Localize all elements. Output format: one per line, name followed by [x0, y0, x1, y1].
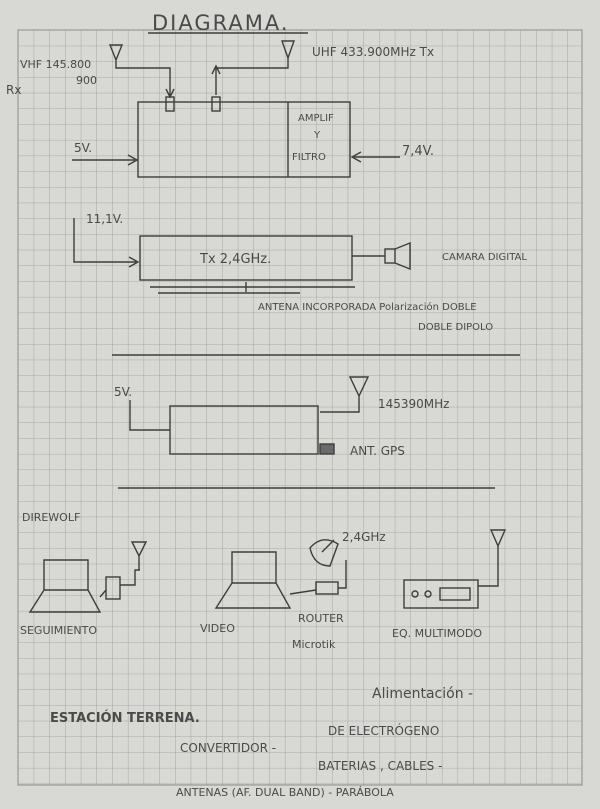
camera-label: CAMARA DIGITAL [442, 252, 527, 263]
direwolf-antenna-icon [130, 541, 148, 570]
tracking-label: SEGUIMIENTO [20, 624, 97, 637]
tx-box [139, 235, 353, 281]
uhf-connector [211, 96, 221, 112]
video-label: VIDEO [200, 622, 235, 635]
note-generator: DE ELECTRÓGENO [328, 723, 439, 738]
camera-icon [384, 248, 396, 264]
uhf-antenna-icon [215, 40, 295, 95]
tx-label: Tx 2,4GHz. [199, 252, 271, 267]
laptop-tracking-icon [28, 559, 102, 613]
note-batteries: BATERIAS , CABLES - [318, 759, 442, 773]
grid-paper [18, 30, 582, 785]
rx-5v-label: 5V. [74, 141, 92, 155]
uhf-label: UHF 433.900MHz Tx [312, 45, 434, 59]
vhf-antenna-icon [108, 44, 171, 95]
grid-border [17, 29, 583, 786]
amp-label-1: AMPLIF [298, 113, 334, 124]
gps-module [319, 443, 335, 455]
gps-frequency: 145390MHz [378, 397, 449, 411]
antenna-note-2: DOBLE DIPOLO [418, 322, 493, 333]
antenna-note-1: ANTENA INCORPORADA Polarización DOBLE [258, 301, 477, 313]
amp-label-2: Y [313, 130, 321, 141]
page-title: DIAGRAMA. [152, 11, 290, 35]
router-label-2: Microtik [292, 638, 336, 651]
amp-label-3: FILTRO [292, 152, 326, 163]
direwolf-radio [105, 576, 121, 600]
tx-11v-line [73, 218, 136, 263]
gps-antenna-icon [320, 376, 370, 413]
router-freq-label: 2,4GHz [342, 530, 386, 544]
laptop-video-icon [214, 551, 292, 609]
rx-box [137, 101, 351, 178]
tx-11v-label: 11,1V. [86, 212, 123, 226]
multimode-label: EQ. MULTIMODO [392, 627, 482, 640]
note-station: ESTACIÓN TERRENA. [50, 710, 200, 726]
gps-5v-label: 5V. [114, 385, 132, 399]
vhf-label-2: 900 [76, 74, 97, 87]
note-converter: CONVERTIDOR - [180, 741, 276, 755]
note-alimentacion: Alimentación - [372, 686, 473, 702]
note-antennas: ANTENAS (AF. DUAL BAND) - PARÁBOLA [176, 786, 394, 799]
rx-label: Rx [6, 83, 21, 97]
dish-antenna-icon [309, 539, 339, 567]
gps-label: ANT. GPS [350, 444, 405, 458]
multimode-display [439, 587, 471, 601]
router-label-1: ROUTER [298, 612, 344, 625]
direwolf-label: DIREWOLF [22, 511, 80, 524]
gps-5v-line [129, 400, 170, 431]
multimode-antenna-icon [489, 529, 507, 548]
vhf-label: VHF 145.800 [20, 58, 91, 71]
vhf-connector [165, 96, 175, 112]
rx-74v-label: 7,4V. [402, 144, 434, 159]
multimode-box [403, 579, 479, 609]
